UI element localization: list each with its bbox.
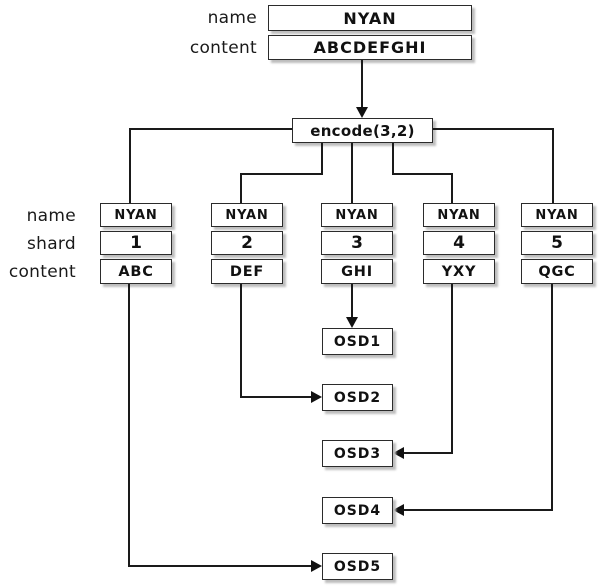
edge-encode-to-shard1-v <box>129 128 131 203</box>
edge-encode-to-shard2-h <box>240 173 322 175</box>
edge-encode-to-shard5-h <box>433 128 554 130</box>
arrowhead-shard1-to-osd5 <box>311 560 322 572</box>
arrowhead-shard2-to-osd2 <box>311 391 322 403</box>
shard3-content-box: GHI <box>321 259 393 284</box>
shard3-shard-box: 3 <box>321 231 393 255</box>
shard2-name-box: NYAN <box>211 203 283 227</box>
row-label-shard: shard <box>26 234 76 254</box>
edge-encode-to-shard4-h <box>392 173 453 175</box>
arrowhead-shard3-to-osd1 <box>346 317 358 328</box>
edge-shard4-to-osd3-v <box>451 284 453 454</box>
shard1-name-box: NYAN <box>100 203 172 227</box>
shard4-shard-box: 4 <box>423 231 495 255</box>
edge-shard1-to-osd5-v <box>128 284 130 566</box>
encode-box: encode(3,2) <box>292 118 433 143</box>
object-content-box: ABCDEFGHI <box>268 35 472 60</box>
object-name-label: name <box>207 8 257 28</box>
shard5-shard-box: 5 <box>521 231 593 255</box>
edge-shard4-to-osd3-h <box>401 452 453 454</box>
shard3-name-box: NYAN <box>321 203 393 227</box>
shard4-name-box: NYAN <box>423 203 495 227</box>
shard2-content-box: DEF <box>211 259 283 284</box>
arrowhead-shard5-to-osd4 <box>393 504 404 516</box>
shard5-content-box: QGC <box>521 259 593 284</box>
row-label-name: name <box>26 206 76 226</box>
osd2-box: OSD2 <box>322 384 393 411</box>
edge-encode-to-shard5-v <box>552 128 554 203</box>
edge-encode-to-shard2-v1 <box>321 143 323 175</box>
edge-encode-to-shard4-v2 <box>451 173 453 203</box>
shard4-content-box: YXY <box>423 259 495 284</box>
edge-shard3-to-osd1-v <box>351 284 353 318</box>
osd1-box: OSD1 <box>322 328 393 355</box>
shard2-shard-box: 2 <box>211 231 283 255</box>
osd3-box: OSD3 <box>322 440 393 467</box>
osd5-box: OSD5 <box>322 553 393 580</box>
edge-encode-to-shard2-v2 <box>240 173 242 203</box>
edge-object-to-encode <box>361 60 363 107</box>
edge-shard5-to-osd4-v <box>551 284 553 511</box>
edge-shard5-to-osd4-h <box>401 509 553 511</box>
edge-shard2-to-osd2-v <box>240 284 242 398</box>
object-content-label: content <box>189 38 257 58</box>
osd4-box: OSD4 <box>322 497 393 524</box>
row-label-content: content <box>8 262 76 282</box>
edge-shard1-to-osd5-h <box>128 565 313 567</box>
shard5-name-box: NYAN <box>521 203 593 227</box>
edge-encode-to-shard4-v1 <box>392 143 394 175</box>
edge-shard2-to-osd2-h <box>240 396 313 398</box>
shard1-content-box: ABC <box>100 259 172 284</box>
edge-encode-to-shard1-h <box>131 128 292 130</box>
edge-encode-to-shard3 <box>351 143 353 203</box>
shard1-shard-box: 1 <box>100 231 172 255</box>
arrowhead-object-to-encode <box>356 107 368 118</box>
arrowhead-shard4-to-osd3 <box>393 447 404 459</box>
object-name-box: NYAN <box>268 5 472 31</box>
